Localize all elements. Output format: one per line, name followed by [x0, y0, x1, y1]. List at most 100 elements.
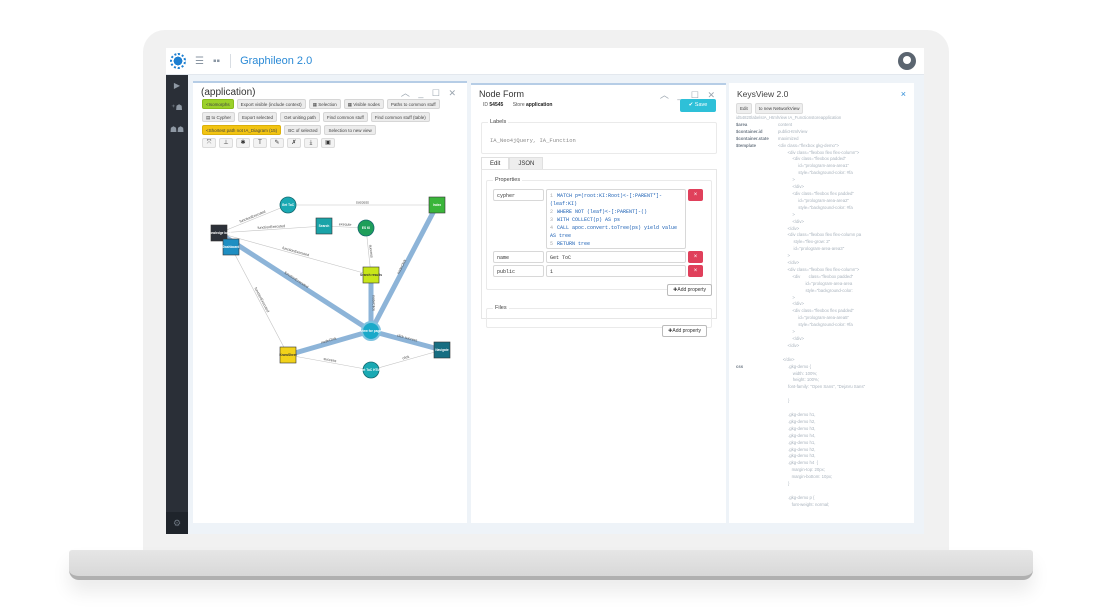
template-line: <div class="flexbox flex padded" [778, 308, 854, 314]
property-key-input[interactable]: cypher [493, 189, 544, 201]
property-value-input[interactable]: Get ToC [546, 251, 686, 263]
template-line: > [778, 253, 791, 259]
graph-node[interactable] [362, 361, 380, 379]
paths-to-common-stuff-button[interactable]: Paths to common stuff [386, 99, 440, 109]
template-line: style="flex-grow: 2" [778, 239, 831, 245]
graph-edge[interactable] [368, 203, 440, 333]
css-line: .gkg-demo p { [788, 494, 815, 500]
export-visible-button[interactable]: Export visible (include context) [236, 99, 306, 109]
node-label: Get ToC HTML [360, 368, 382, 372]
layout-icon[interactable]: ✱ [236, 138, 250, 148]
graph-node[interactable] [279, 346, 297, 364]
css-line: .gkg-demo { [788, 363, 811, 369]
graph-node[interactable] [361, 321, 381, 341]
find-common-stuff-button[interactable]: Find common stuff [322, 112, 368, 122]
keysview-buttons: Edit to new NetworkView [736, 103, 804, 114]
property-key-input[interactable]: name [493, 251, 544, 263]
edge-label: nodeClick [372, 295, 376, 311]
get-uniting-path-button[interactable]: Get uniting path [280, 112, 320, 122]
template-line: > [778, 294, 795, 300]
graph-node[interactable] [315, 217, 333, 235]
pin-icon[interactable]: ⊥ [219, 138, 233, 148]
graph-edge[interactable] [218, 224, 325, 234]
window-controls[interactable]: ︿ _ ☐ ✕ [400, 88, 459, 98]
node-label: Get ToC [282, 203, 295, 207]
edge-label: nodeClick [396, 259, 407, 275]
find-common-stuff-table-button[interactable]: Find common stuff (table) [370, 112, 430, 122]
panel-title: (application) [201, 87, 256, 98]
property-key-input[interactable]: public [493, 265, 544, 277]
isomorphs-button[interactable]: <Isomorphs [202, 99, 234, 109]
save-button[interactable]: ✔ Save [680, 99, 716, 112]
delete-property-button[interactable]: × [688, 251, 703, 263]
to-new-networkview-button[interactable]: to new NetworkView [754, 103, 804, 114]
to-cypher-button[interactable]: ▤ to Cypher [202, 112, 236, 122]
selection-to-new-view-button[interactable]: Selection to new view [324, 125, 376, 135]
play-icon[interactable]: ▶ [173, 81, 181, 90]
node-store: application [526, 102, 553, 108]
window-controls[interactable]: ︿ _ ☐ ✕ [659, 90, 718, 100]
graphileon-logo-icon[interactable] [170, 53, 186, 69]
delete-property-button[interactable]: × [688, 265, 703, 277]
network-graph-canvas[interactable]: functionExecutedfunctionExecutedfunction… [193, 153, 467, 523]
hamburger-icon[interactable]: ☰ [195, 55, 204, 67]
graph-edge[interactable] [218, 204, 289, 234]
graph-node[interactable] [279, 196, 297, 214]
add-property-button[interactable]: ✚Add property [667, 284, 712, 296]
tab-json[interactable]: JSON [509, 157, 544, 170]
css-line: margin-top: 20px; [788, 467, 826, 473]
graph-edge[interactable] [287, 353, 372, 371]
graph-node[interactable] [210, 224, 228, 242]
app-title: Graphileon 2.0 [240, 55, 313, 67]
shortest-path-button[interactable]: <Shortest path not IA_Diagram (15) [202, 125, 282, 135]
graph-node[interactable] [428, 196, 446, 214]
wrench-icon[interactable]: ✗ [287, 138, 301, 148]
close-icon[interactable]: × [900, 89, 906, 99]
users-icon[interactable]: ☗☗ [169, 125, 185, 134]
template-line: <div class="flexbox padded" [778, 273, 854, 279]
css-line: .gkg-demo h4 { [788, 460, 819, 466]
labels-input[interactable]: IA_Neo4jQuery, IA_Function [490, 137, 576, 144]
gear-icon[interactable]: ⚙ [166, 512, 188, 534]
fit-icon[interactable]: ⤧ [202, 138, 216, 148]
graph-node[interactable] [222, 238, 240, 256]
css-value: .gkg-demo { width: 100%; height: 100%;fo… [778, 364, 865, 509]
download-icon[interactable]: ⤓ [304, 138, 318, 148]
css-line: .gkg-demo h2, [788, 446, 816, 452]
selection-button[interactable]: ▦ Selection [308, 99, 341, 109]
css-line: font-family: "Open Sans", "DejaVu Sans" [788, 384, 866, 390]
graph-edge[interactable] [218, 232, 372, 276]
filter-icon[interactable]: T [253, 138, 267, 148]
graph-edge[interactable] [370, 328, 443, 353]
graph-node[interactable] [433, 341, 451, 359]
grid-icon[interactable]: ▪▪ [212, 55, 221, 67]
bc-of-selected-button[interactable]: BC of selected [284, 125, 322, 135]
user-avatar-icon[interactable] [898, 52, 916, 70]
template-line: <div class="flexbox flex flex-column"> [778, 149, 860, 155]
delete-property-button[interactable]: × [688, 189, 703, 201]
add-file-property-button[interactable]: ✚Add property [662, 325, 707, 337]
graph-node[interactable] [357, 219, 375, 237]
graph-edge[interactable] [287, 328, 372, 358]
template-line: id="prologram-area-area2" [778, 197, 849, 203]
brush-icon[interactable]: ✎ [270, 138, 284, 148]
graph-edge[interactable] [370, 349, 443, 371]
edge-label: functionExecuted [239, 210, 266, 224]
save-icon[interactable]: ▣ [321, 138, 335, 148]
graph-node[interactable] [362, 266, 380, 284]
add-user-icon[interactable]: ⁺☗ [171, 103, 183, 112]
css-line: .gkg-demo h1, [788, 411, 816, 417]
tab-edit[interactable]: Edit [481, 157, 510, 170]
css-line: font-weight: normal; [788, 501, 830, 507]
graph-edge[interactable] [230, 246, 289, 356]
export-selected-button[interactable]: Export selected [238, 112, 278, 122]
css-line: .gkg-demo h3, [788, 453, 816, 459]
property-value-input[interactable]: 1 [546, 265, 686, 277]
edit-button[interactable]: Edit [736, 103, 752, 114]
visible-nodes-button[interactable]: ▦ Visible nodes [343, 99, 384, 109]
graph-edge[interactable] [217, 230, 373, 334]
